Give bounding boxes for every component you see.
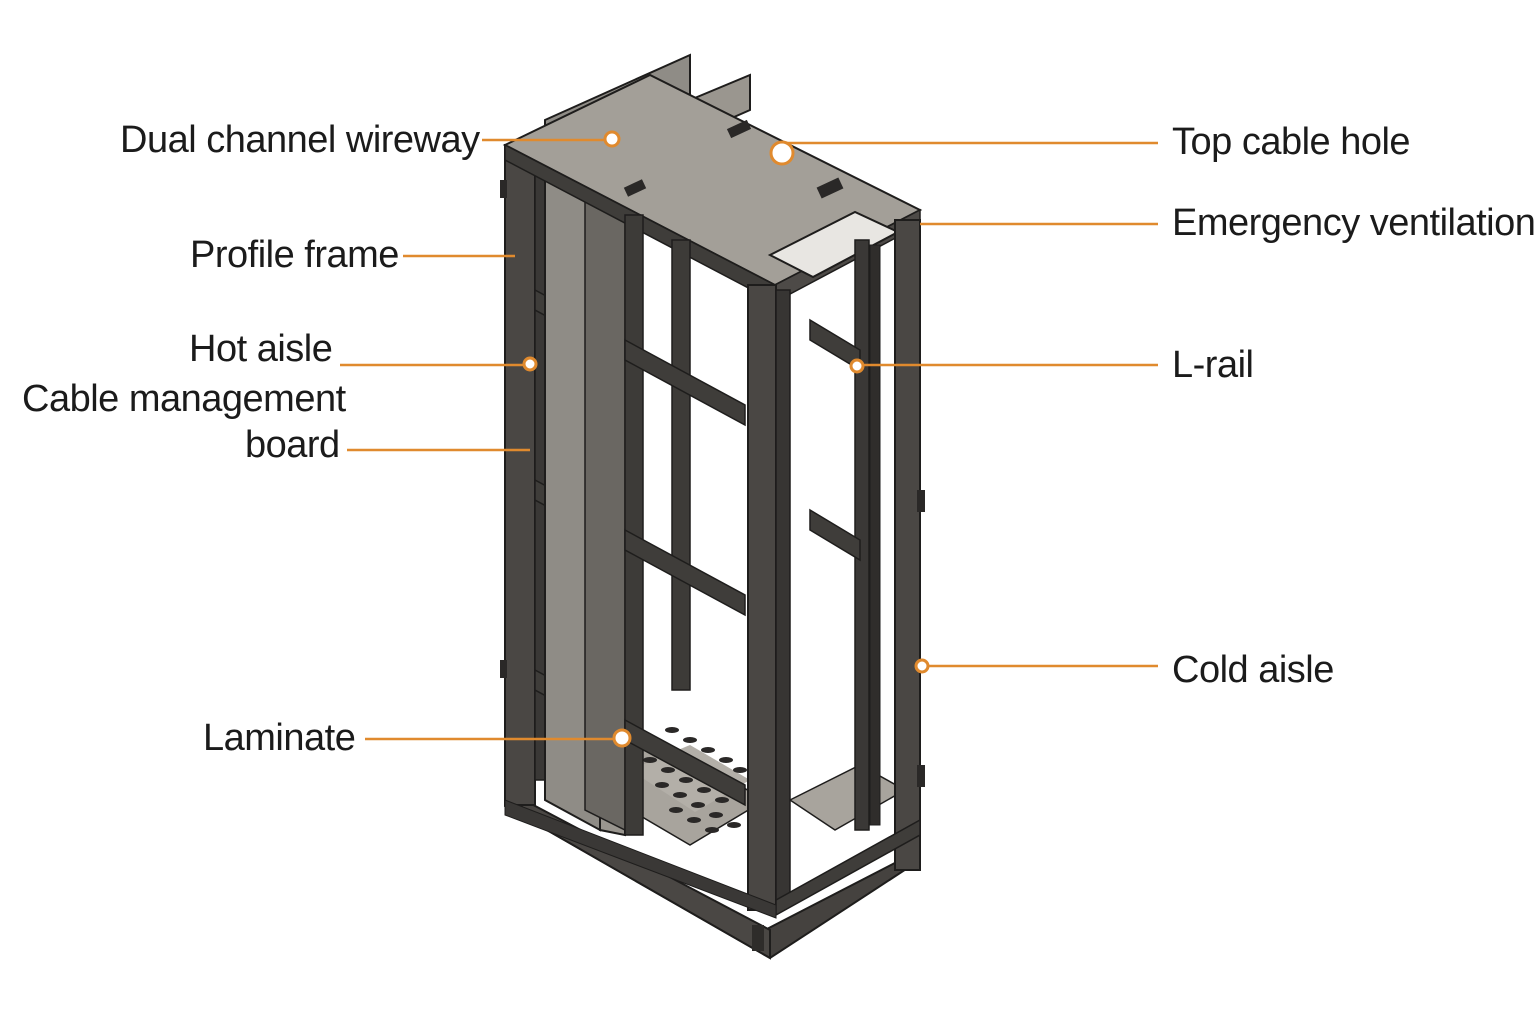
dot-dual-channel-wireway — [603, 130, 621, 148]
label-top-cable-hole: Top cable hole — [1172, 121, 1411, 163]
label-hot-aisle: Hot aisle — [189, 328, 333, 370]
top-cable-hole — [816, 177, 844, 199]
dot-l-rail — [849, 358, 865, 374]
label-cable-management-line2: board — [245, 424, 340, 466]
rack-cabinet — [500, 53, 925, 960]
label-profile-frame: Profile frame — [190, 234, 399, 276]
l-rail — [854, 239, 870, 831]
dot-cold-aisle — [914, 658, 930, 674]
leader-dots — [522, 130, 930, 748]
label-dual-channel-wireway: Dual channel wireway — [120, 119, 480, 161]
label-cable-management-line1: Cable management — [22, 378, 346, 420]
dot-laminate — [612, 728, 632, 748]
dot-top-cable-hole — [769, 140, 795, 166]
dot-hot-aisle — [522, 356, 538, 372]
label-l-rail: L-rail — [1172, 344, 1254, 386]
label-emergency-ventilation: Emergency ventilation — [1172, 202, 1536, 244]
ventilation-holes — [643, 727, 747, 833]
label-laminate: Laminate — [203, 717, 356, 759]
label-cold-aisle: Cold aisle — [1172, 649, 1334, 691]
leader-lines — [340, 138, 1158, 741]
